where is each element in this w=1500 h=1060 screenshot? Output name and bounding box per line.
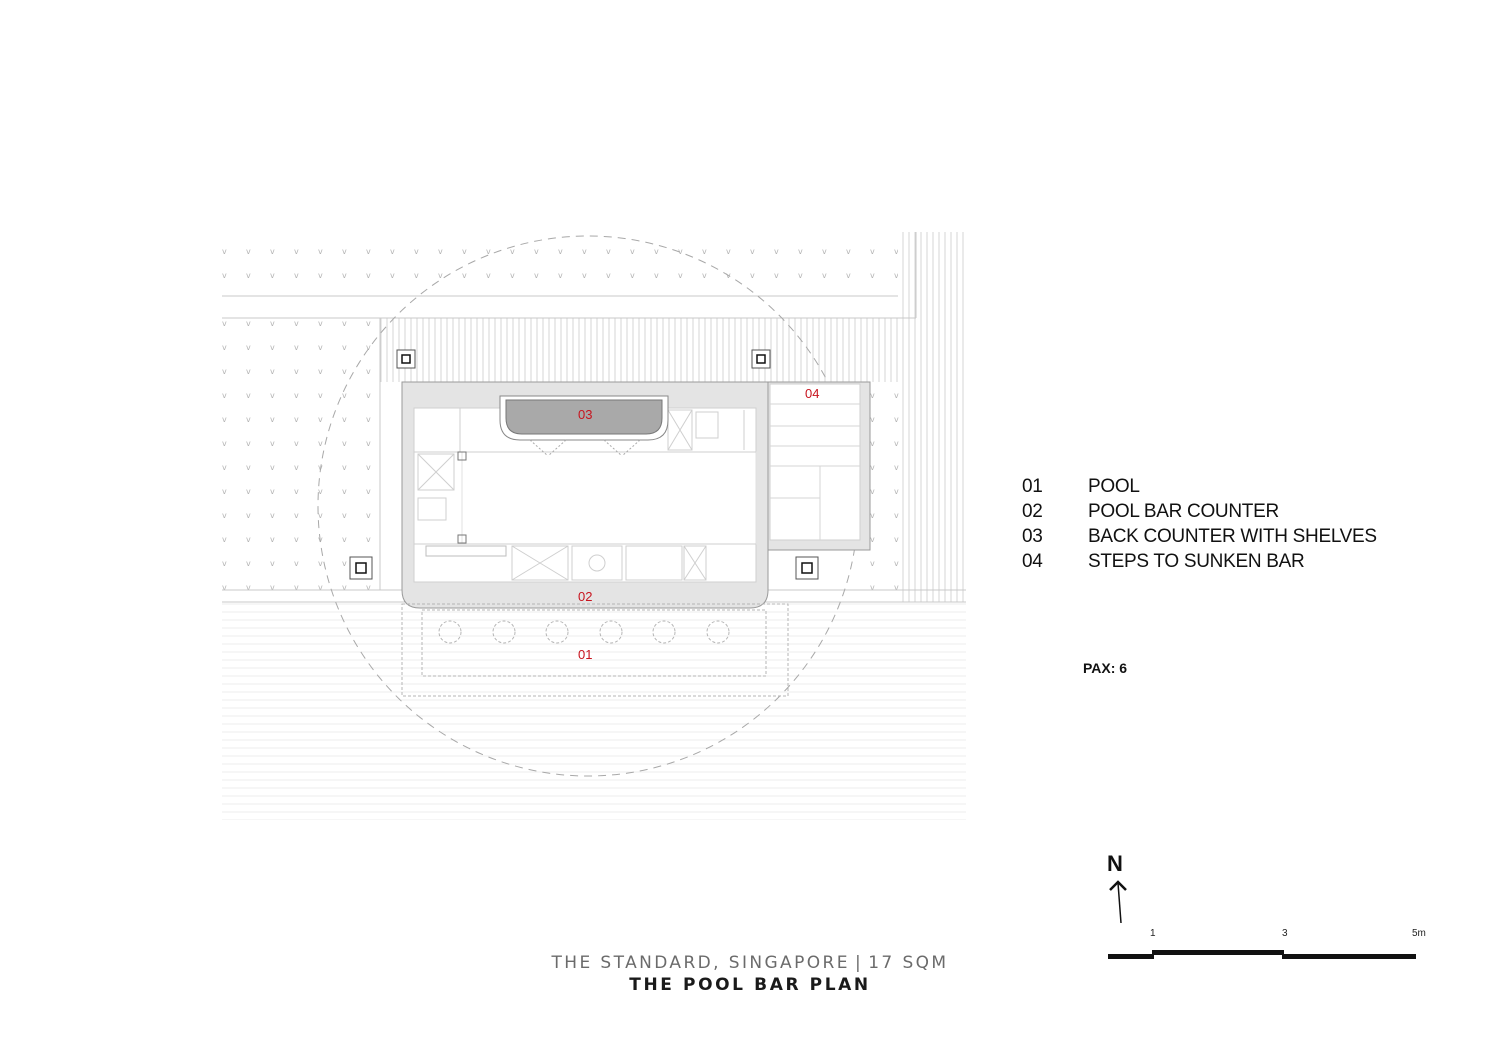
legend-text: BACK COUNTER WITH SHELVES — [1088, 525, 1377, 547]
tag-steps: 04 — [805, 386, 819, 401]
legend-item: 01 POOL — [1022, 474, 1377, 499]
planting-area-east — [870, 380, 902, 590]
pax-capacity: PAX: 6 — [1083, 660, 1128, 676]
north-arrow-icon — [1109, 880, 1127, 924]
legend: 01 POOL 02 POOL BAR COUNTER 03 BACK COUN… — [1022, 474, 1377, 574]
tag-counter: 02 — [578, 589, 592, 604]
decking-east — [900, 232, 966, 602]
planting-area-west — [222, 318, 380, 590]
project-name: THE STANDARD, SINGAPORE — [551, 953, 850, 973]
legend-item: 04 STEPS TO SUNKEN BAR — [1022, 549, 1377, 574]
legend-text: STEPS TO SUNKEN BAR — [1088, 550, 1305, 572]
scale-bar — [1108, 950, 1416, 959]
title-separator: | — [854, 953, 864, 973]
legend-text: POOL BAR COUNTER — [1088, 500, 1279, 522]
drawing-title: THE STANDARD, SINGAPORE | 17 SQM — [0, 953, 1500, 973]
drawing-subtitle: THE POOL BAR PLAN — [629, 975, 871, 995]
steps — [767, 381, 871, 551]
legend-item: 03 BACK COUNTER WITH SHELVES — [1022, 524, 1377, 549]
legend-item: 02 POOL BAR COUNTER — [1022, 499, 1377, 524]
scale-tick: 1 — [1150, 928, 1156, 939]
pool-bar-stools — [401, 603, 789, 697]
tag-back-counter: 03 — [578, 407, 592, 422]
pool-water — [222, 602, 966, 820]
legend-code: 03 — [1022, 525, 1043, 547]
scale-tick: 3 — [1282, 928, 1288, 939]
legend-code: 04 — [1022, 550, 1043, 572]
legend-code: 02 — [1022, 500, 1043, 522]
planting-area-north — [222, 232, 898, 296]
columns — [349, 349, 819, 580]
legend-text: POOL — [1088, 475, 1140, 497]
bar-equipment — [414, 408, 756, 581]
tag-pool: 01 — [578, 647, 592, 662]
north-label: N — [1107, 851, 1123, 876]
scale-tick: 5m — [1412, 928, 1426, 939]
project-area: 17 SQM — [868, 953, 949, 973]
decking-north — [380, 318, 900, 382]
legend-code: 01 — [1022, 475, 1043, 497]
